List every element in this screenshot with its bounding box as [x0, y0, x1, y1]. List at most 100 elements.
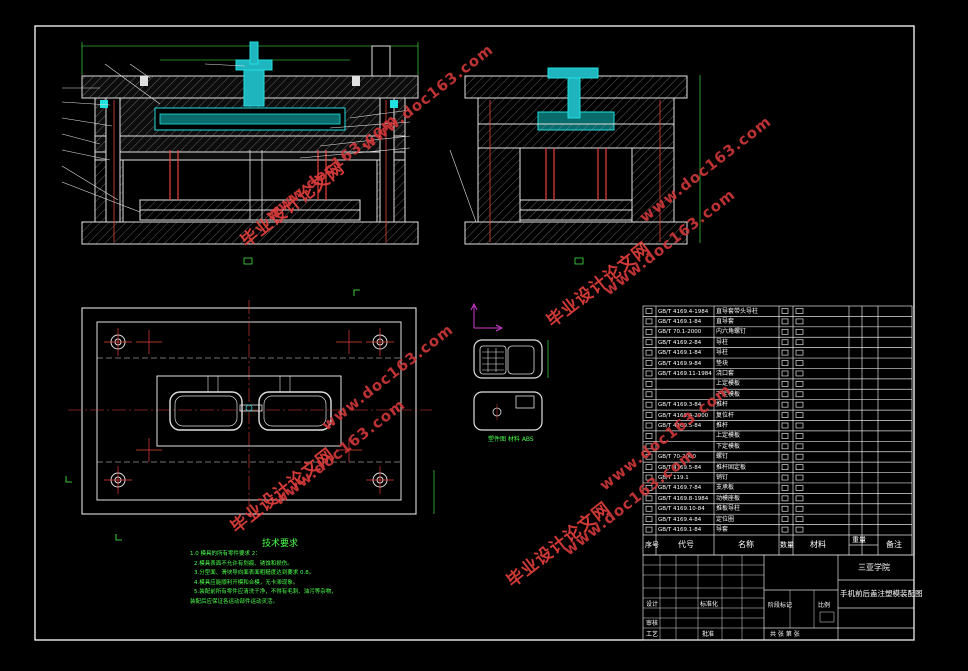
qty-box — [781, 474, 789, 481]
header-material: 材料 — [810, 540, 826, 549]
mat-box — [795, 526, 804, 533]
part-standard-code: GB/T 4169.2-84 — [658, 339, 702, 346]
seq-box — [645, 412, 653, 418]
part-drawing-caption: 塑件图 材料 ABS — [488, 436, 534, 443]
part-standard-code: GB/T 119.1 — [658, 475, 689, 482]
qty-box — [781, 328, 789, 335]
part-standard-code: GB/T 4169.9-84 — [658, 360, 702, 367]
part-name: 导柱 — [716, 349, 729, 357]
part-views — [470, 302, 549, 431]
qty-box — [781, 464, 789, 470]
plan-view — [65, 289, 435, 541]
seq-box — [645, 443, 653, 450]
tech-req-line: 2.模具表面不允许有划痕、锈蚀和损伤。 — [194, 560, 293, 567]
qty-box — [781, 526, 789, 533]
seq-box — [645, 474, 653, 481]
mat-box — [795, 360, 804, 366]
header-name: 名称 — [738, 540, 754, 549]
qty-box — [781, 381, 789, 387]
header-seq: 序号 — [645, 541, 659, 549]
seq-box — [645, 464, 653, 470]
seq-box — [645, 328, 653, 335]
seq-box — [645, 495, 653, 502]
part-name: 支承板 — [716, 484, 735, 492]
part-standard-code: GB/T 4169.4-2000 — [658, 412, 709, 419]
mat-box — [795, 412, 804, 418]
tb-approve: 审核 — [646, 620, 659, 627]
qty-box — [781, 505, 789, 512]
tech-req-line: 4.模具应能顺利开模和合模，无卡滞现象。 — [194, 579, 299, 586]
part-standard-code: GB/T 70-2000 — [658, 454, 696, 461]
seq-box — [645, 391, 653, 398]
part-standard-code: GB/T 4169.3-84 — [658, 402, 702, 409]
qty-box — [781, 370, 789, 377]
tb-craft: 工艺 — [646, 631, 659, 638]
seq-box — [645, 453, 653, 460]
part-standard-code: GB/T 70.1-2000 — [658, 329, 702, 336]
header-note: 备注 — [886, 540, 902, 549]
part-name: 下定模板 — [716, 390, 741, 398]
mat-box — [795, 443, 804, 450]
part-name: 下定模板 — [716, 442, 741, 450]
part-name: 上定模板 — [716, 380, 741, 388]
seq-box — [645, 339, 653, 346]
mat-box — [795, 339, 804, 346]
tb-design: 设计 — [646, 601, 659, 608]
qty-box — [781, 485, 789, 491]
part-name: 定位圈 — [716, 515, 735, 523]
mat-box — [795, 433, 804, 439]
part-name: 导套 — [716, 526, 729, 534]
part-name: 内六角螺钉 — [716, 328, 747, 336]
side-section-view — [449, 67, 701, 265]
part-name: 垫块 — [716, 359, 729, 367]
qty-box — [781, 443, 789, 450]
seq-box — [645, 505, 653, 512]
part-standard-code: GB/T 4169.5-84 — [658, 423, 702, 429]
school-name: 三亚学院 — [858, 563, 890, 572]
qty-box — [781, 308, 789, 314]
qty-box — [781, 453, 789, 460]
qty-box — [781, 516, 789, 523]
header-code: 代号 — [678, 540, 694, 549]
qty-box — [781, 433, 789, 439]
sheet-border — [34, 25, 915, 641]
seq-box — [645, 370, 653, 377]
tb-ratio: 比例 — [818, 602, 831, 609]
tb-approval: 批准 — [702, 631, 715, 638]
mat-box — [795, 505, 804, 512]
part-name: 推杆固定板 — [716, 463, 747, 471]
qty-box — [781, 391, 789, 398]
tech-requirements-list: 1.0 模具的所有零件要求 2： 2.模具表面不允许有划痕、锈蚀和损伤。 3.分… — [190, 550, 370, 607]
seq-box — [645, 516, 653, 523]
part-name: 推杆 — [716, 422, 729, 429]
parts-list-table — [642, 305, 915, 641]
tb-stage-mark: 阶段标记 — [768, 602, 793, 609]
seq-box — [645, 308, 653, 314]
mat-box — [795, 422, 804, 429]
part-standard-code: GB/T 4169.4-1984 — [658, 308, 709, 315]
qty-box — [781, 401, 789, 408]
qty-box — [781, 360, 789, 366]
mat-box — [795, 495, 804, 502]
part-standard-code: GB/T 4169.7-84 — [658, 485, 702, 492]
part-name: 复位杆 — [716, 411, 735, 419]
part-standard-code: GB/T 4169.1-84 — [658, 318, 702, 325]
part-standard-code: GB/T 4169.11-1984 — [658, 370, 712, 377]
mat-box — [795, 516, 804, 523]
part-name: 销钉 — [716, 474, 729, 482]
seq-box — [645, 422, 653, 429]
part-standard-code: GB/T 4169.5-84 — [658, 464, 702, 471]
mat-box — [795, 485, 804, 491]
mat-box — [795, 464, 804, 470]
part-name: 动模座板 — [716, 494, 741, 502]
part-standard-code: GB/T 4169.1-84 — [658, 527, 702, 534]
mat-box — [795, 381, 804, 387]
seq-box — [645, 401, 653, 408]
mat-box — [795, 391, 804, 398]
mat-box — [795, 453, 804, 460]
seq-box — [645, 433, 653, 439]
qty-box — [781, 349, 789, 356]
seq-box — [645, 381, 653, 387]
part-name: 直导套 — [716, 317, 735, 325]
